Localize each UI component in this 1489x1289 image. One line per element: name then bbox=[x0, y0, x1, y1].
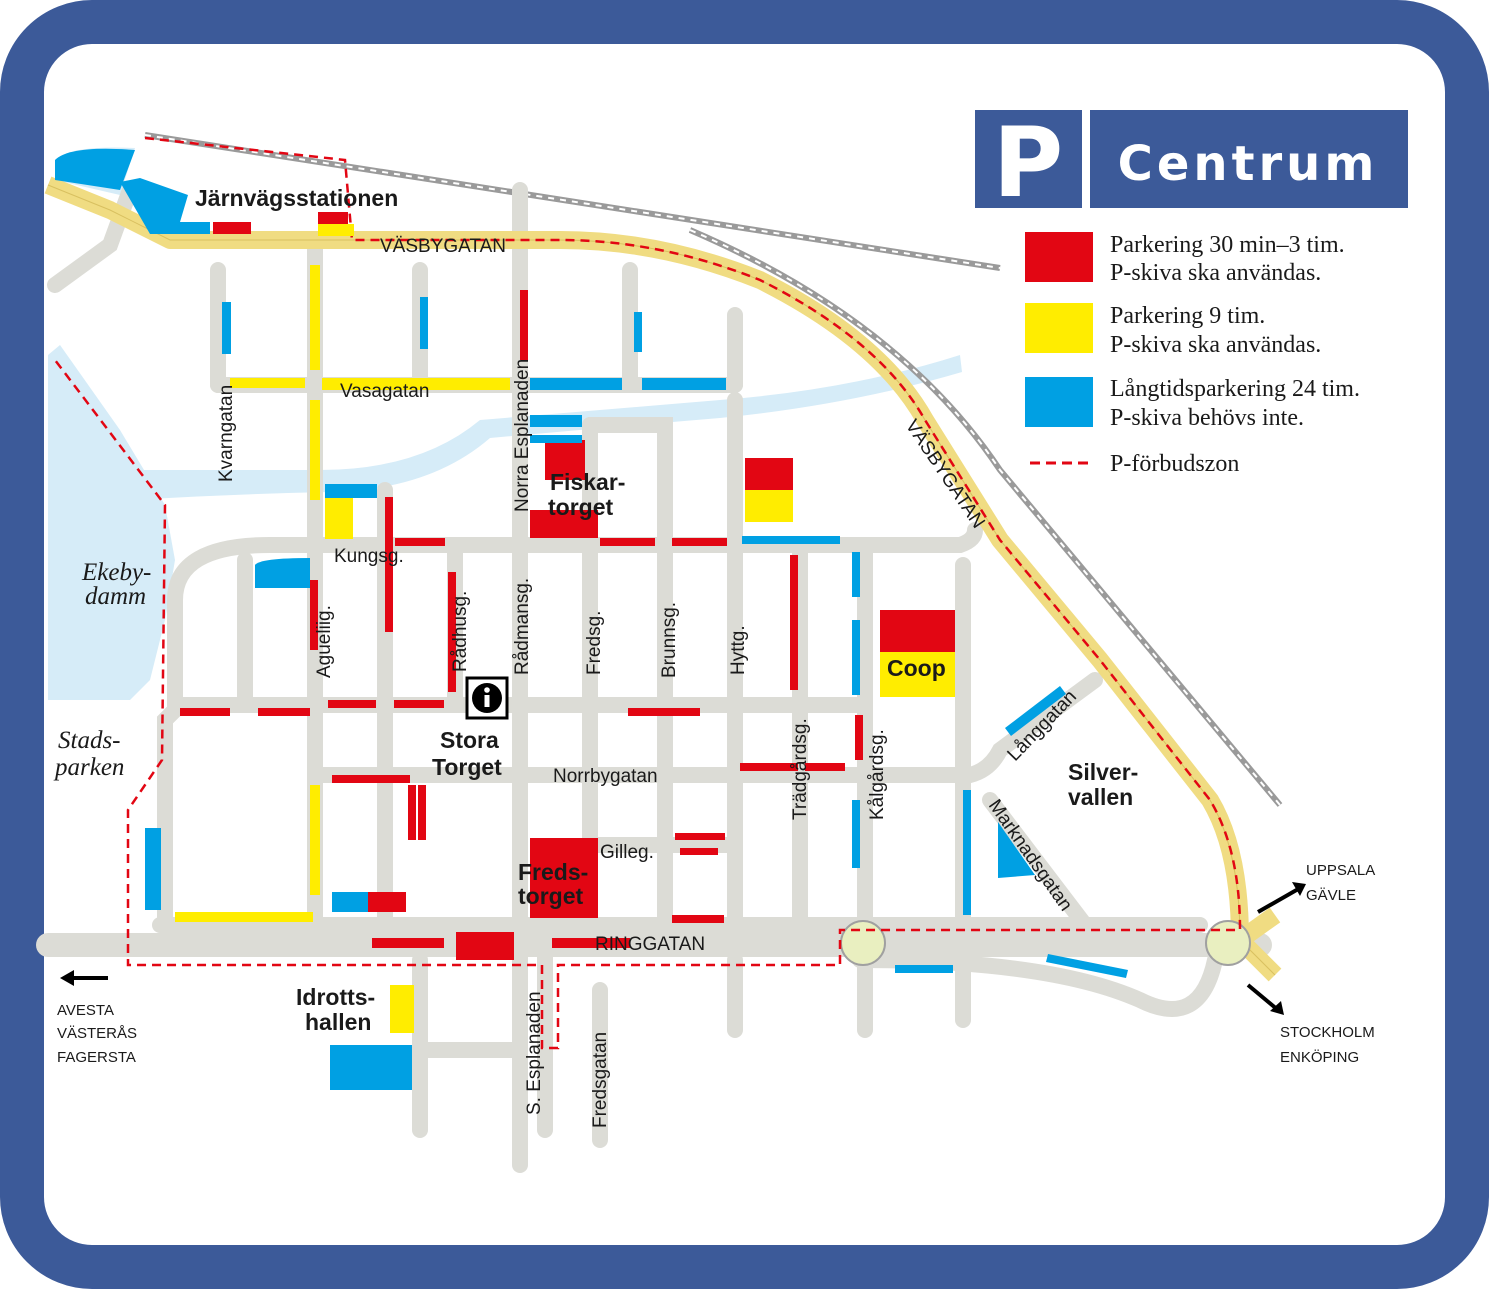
label-radhusg: Rådhusg. bbox=[450, 591, 471, 672]
legend: Parkering 30 min–3 tim. P-skiva ska anvä… bbox=[1025, 232, 1360, 477]
label-vasteras: VÄSTERÅS bbox=[57, 1025, 137, 1042]
label-vasbygatan-top: VÄSBYGATAN bbox=[380, 236, 506, 257]
legend-blue-line2: P-skiva behövs inte. bbox=[1110, 405, 1304, 431]
legend-swatch-blue bbox=[1025, 377, 1093, 427]
label-aguelig: Agueliig. bbox=[314, 605, 335, 678]
p-forbudszon-boundary bbox=[54, 136, 1242, 1050]
railway bbox=[144, 132, 1283, 807]
parking-yellow-9h bbox=[175, 224, 955, 1033]
label-fiskartorget-1: Fiskar- bbox=[550, 469, 625, 495]
sign-letter-box bbox=[975, 110, 1082, 208]
label-fredsgatan: Fredsgatan bbox=[590, 1032, 611, 1128]
parking-red-30min-3h bbox=[180, 212, 955, 960]
direction-indicators: UPPSALA GÄVLE STOCKHOLM ENKÖPING AVESTA … bbox=[57, 862, 1375, 1066]
sign-p-letter: P bbox=[993, 107, 1063, 219]
legend-blue-line1: Långtidsparkering 24 tim. bbox=[1110, 376, 1360, 402]
tourist-info-icon bbox=[465, 676, 509, 720]
legend-swatch-red bbox=[1025, 232, 1093, 282]
roundabout-west bbox=[840, 920, 886, 966]
p-centrum-sign: P Centrum bbox=[970, 105, 1412, 219]
ekeby-damm-lake bbox=[48, 345, 175, 700]
label-norrbygatan: Norrbygatan bbox=[553, 766, 658, 787]
label-silvervallen-2: vallen bbox=[1068, 784, 1133, 810]
arrow-southeast-icon bbox=[1246, 983, 1284, 1015]
label-fagersta: FAGERSTA bbox=[57, 1049, 136, 1066]
label-stora-torget-2: Torget bbox=[432, 754, 502, 780]
label-s-esplanaden: S. Esplanaden bbox=[524, 991, 545, 1115]
legend-yellow-line2: P-skiva ska användas. bbox=[1110, 332, 1321, 358]
label-enkoping: ENKÖPING bbox=[1280, 1048, 1359, 1066]
sign-centrum-text: Centrum bbox=[1118, 136, 1379, 192]
label-avesta: AVESTA bbox=[57, 1002, 114, 1019]
label-idrottshallen-1: Idrotts- bbox=[296, 984, 375, 1010]
label-stora-torget-1: Stora bbox=[440, 727, 499, 753]
label-kvarngatan: Kvarngatan bbox=[216, 385, 237, 482]
label-fiskartorget-2: torget bbox=[548, 494, 614, 520]
label-silvervallen-1: Silver- bbox=[1068, 759, 1138, 785]
label-vasagatan: Vasagatan bbox=[340, 381, 429, 402]
label-ringgatan: RINGGATAN bbox=[595, 934, 705, 955]
sign-title-box bbox=[1090, 110, 1408, 208]
legend-yellow-line1: Parkering 9 tim. bbox=[1110, 303, 1265, 329]
label-norra-esplanaden: Norra Esplanaden bbox=[512, 359, 533, 512]
label-hyttg: Hyttg. bbox=[728, 625, 749, 675]
label-brunnsg: Brunnsg. bbox=[659, 602, 680, 678]
place-labels: Järnvägsstationen Fiskar- torget Stora T… bbox=[53, 185, 1138, 1035]
label-kungsg: Kungsg. bbox=[334, 546, 404, 567]
label-fredstorget-2: torget bbox=[518, 883, 584, 909]
label-ekebydamm-1: Ekeby- bbox=[81, 559, 151, 586]
label-coop: Coop bbox=[887, 655, 946, 681]
legend-swatch-yellow bbox=[1025, 303, 1093, 353]
legend-red-line1: Parkering 30 min–3 tim. bbox=[1110, 232, 1345, 258]
label-idrottshallen-2: hallen bbox=[305, 1009, 371, 1035]
label-uppsala: UPPSALA bbox=[1306, 862, 1375, 879]
arrow-northeast-icon bbox=[1257, 882, 1306, 914]
label-ekebydamm-2: damm bbox=[85, 583, 146, 610]
legend-zone-line1: P-förbudszon bbox=[1110, 451, 1239, 477]
label-radmansg: Rådmansg. bbox=[512, 578, 533, 675]
label-gavle: GÄVLE bbox=[1306, 887, 1356, 904]
label-stadsparken-1: Stads- bbox=[58, 727, 121, 754]
label-fredsg: Fredsg. bbox=[584, 611, 605, 675]
label-stockholm: STOCKHOLM bbox=[1280, 1024, 1375, 1041]
river bbox=[120, 355, 962, 500]
arrow-west-icon bbox=[60, 970, 108, 986]
label-tradgardsg: Trädgårdsg. bbox=[790, 718, 811, 820]
legend-red-line2: P-skiva ska användas. bbox=[1110, 260, 1321, 286]
label-gilleg: Gilleg. bbox=[600, 842, 654, 863]
parking-blue-24h bbox=[55, 148, 1128, 1090]
label-fredstorget-1: Freds- bbox=[518, 859, 588, 885]
label-stadsparken-2: parken bbox=[53, 754, 124, 781]
label-kalgardsg: Kålgårdsg. bbox=[867, 729, 888, 820]
label-jarnvagsstationen: Järnvägsstationen bbox=[195, 185, 398, 211]
roundabout-east bbox=[1205, 920, 1251, 966]
